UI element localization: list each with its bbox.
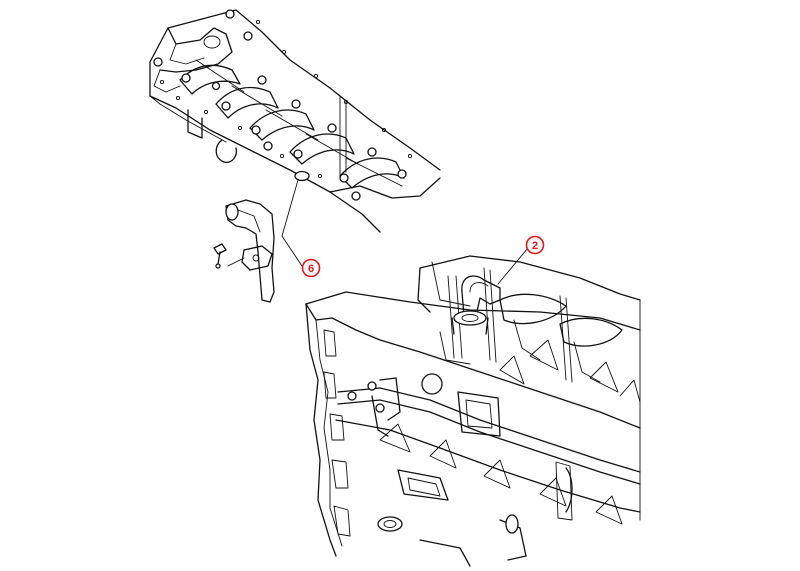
callout-6-label: 6: [308, 263, 314, 275]
bedplate-assembly: [149, 9, 441, 233]
callout-2: 2: [525, 235, 545, 255]
callout-2-circle: [525, 235, 545, 255]
callout-6-circle: [301, 258, 321, 278]
callout-2-leader: [497, 247, 529, 285]
pickup-bolt: [213, 243, 227, 269]
callout-6: 6: [301, 258, 321, 278]
engine-block: [305, 255, 641, 567]
pickup-tube-elbow: [451, 275, 501, 335]
callout-2-label: 2: [532, 240, 538, 252]
bolt-heads: [153, 9, 407, 201]
callout-6-leader: [281, 179, 303, 267]
oil-pickup-tube: [225, 199, 275, 303]
